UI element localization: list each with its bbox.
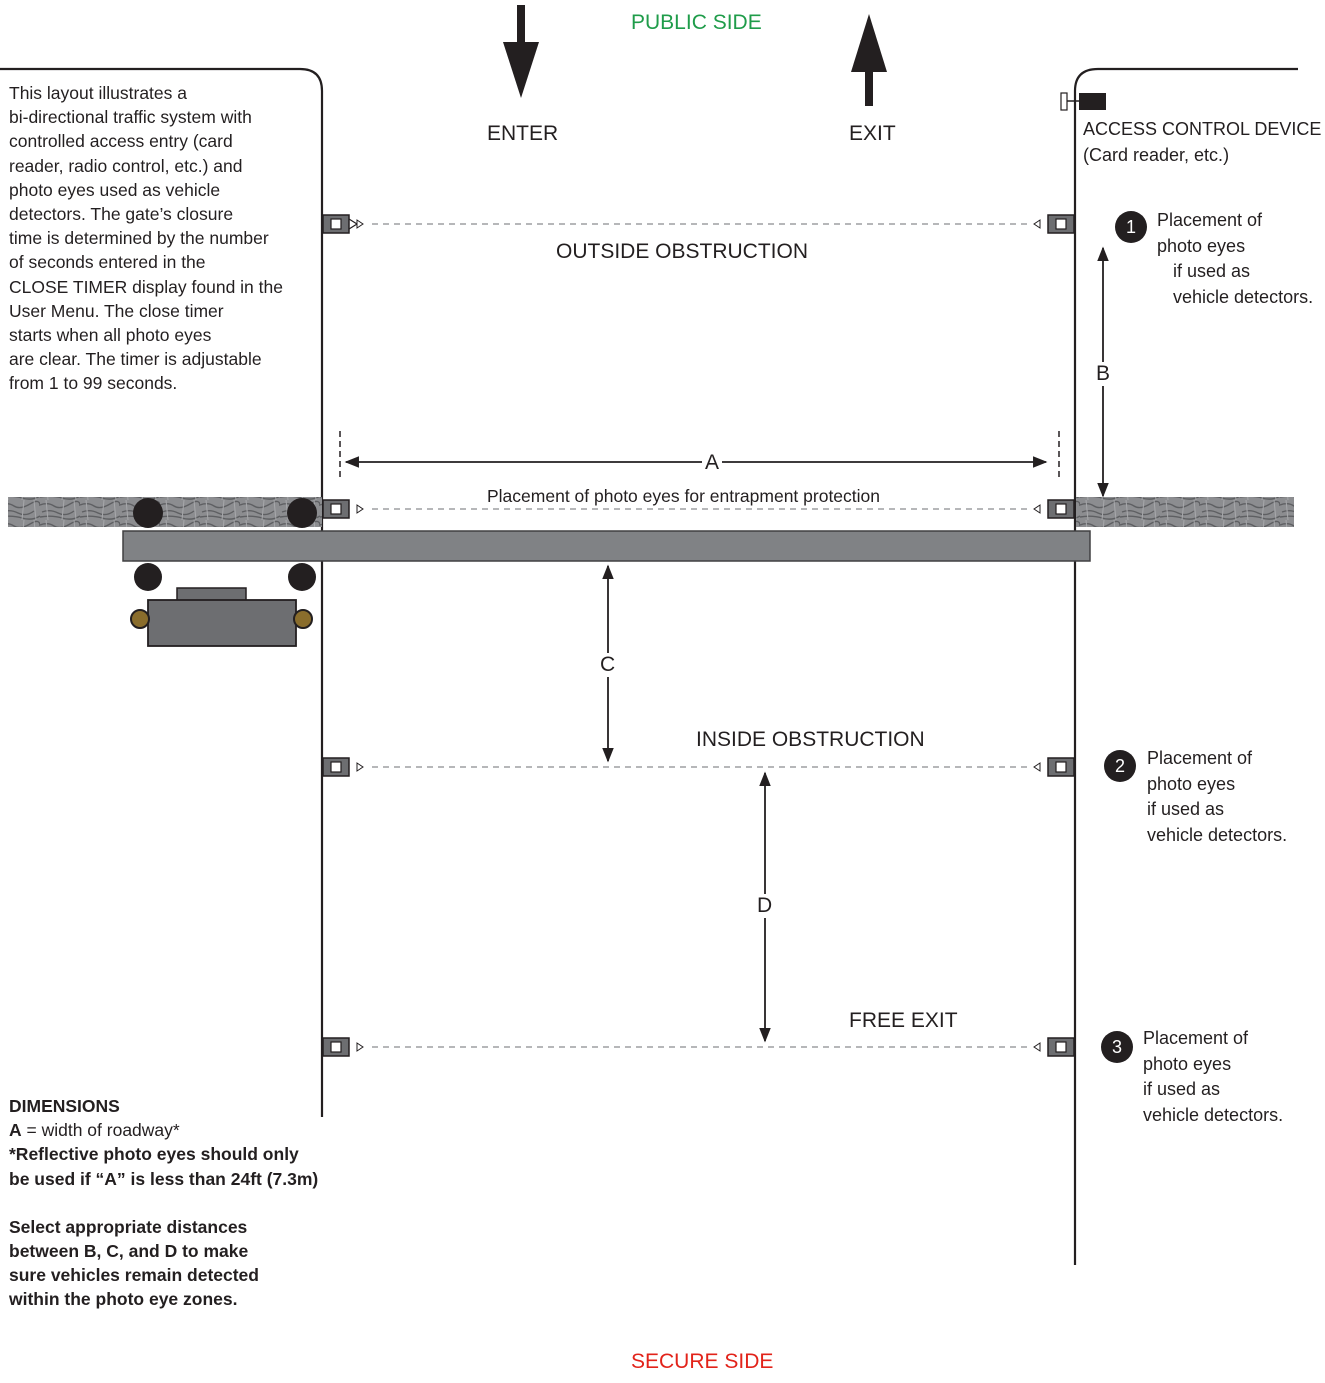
placement-3-note: Placement of photo eyes if used as vehic…	[1143, 1028, 1284, 1125]
enter-label: ENTER	[487, 122, 559, 145]
gate-wheels	[133, 498, 317, 591]
select-distances-line: sure vehicles remain detected	[9, 1265, 259, 1286]
photo-eye-left-free-exit	[322, 1037, 364, 1057]
placement-3-badge: 3	[1101, 1031, 1133, 1063]
left-roadway-edge	[0, 67, 324, 1117]
dimension-a	[339, 431, 1060, 478]
description-line: are clear. The timer is adjustable	[9, 349, 262, 370]
dimension-a-definition: A = width of roadway*	[9, 1120, 180, 1141]
description-paragraph: This layout illustrates a bi-directional…	[9, 81, 283, 396]
dimension-a-label: A	[702, 451, 723, 475]
gate-panel	[122, 530, 1091, 562]
reflective-warning-line: be used if “A” is less than 24ft (7.3m)	[9, 1168, 319, 1189]
photo-eye-right-inside	[1033, 757, 1075, 777]
select-distances-line: between B, C, and D to make	[9, 1241, 249, 1262]
placement-1-badge: 1	[1115, 211, 1147, 243]
dimensions-notes: DIMENSIONS A = width of roadway* *Reflec…	[9, 1094, 318, 1312]
dimensions-heading: DIMENSIONS	[9, 1096, 120, 1116]
photo-eye-left-entrapment	[322, 499, 364, 519]
public-side-label: PUBLIC SIDE	[631, 11, 762, 34]
access-control-label: ACCESS CONTROL DEVICE (Card reader, etc.…	[1083, 117, 1321, 168]
outside-obstruction-label: OUTSIDE OBSTRUCTION	[556, 240, 809, 263]
description-line: This layout illustrates a	[9, 83, 187, 103]
description-line: controlled access entry (card	[9, 131, 233, 152]
gate-operator	[130, 587, 313, 647]
left-wall	[8, 497, 322, 527]
description-line: User Menu. The close timer	[9, 300, 224, 321]
photo-eye-left-outside	[322, 214, 364, 234]
placement-2-note: Placement of photo eyes if used as vehic…	[1147, 748, 1288, 845]
description-line: time is determined by the number	[9, 228, 269, 249]
reflective-warning-line: *Reflective photo eyes should only	[9, 1144, 299, 1165]
exit-label: EXIT	[849, 122, 896, 145]
dimension-b-label: B	[1093, 362, 1114, 386]
right-wall	[1076, 497, 1294, 527]
free-exit-label: FREE EXIT	[849, 1009, 958, 1032]
secure-side-label: SECURE SIDE	[631, 1350, 774, 1373]
description-line: CLOSE TIMER display found in the	[9, 276, 283, 297]
photo-eye-right-free-exit	[1033, 1037, 1075, 1057]
right-roadway-edge	[1073, 67, 1298, 1265]
description-line: from 1 to 99 seconds.	[9, 373, 178, 394]
access-control-device-icon	[1060, 92, 1106, 111]
description-line: photo eyes used as vehicle	[9, 179, 221, 200]
entrapment-label: Placement of photo eyes for entrapment p…	[487, 486, 881, 506]
photo-eye-left-inside	[322, 757, 364, 777]
exit-arrow	[851, 14, 887, 106]
enter-arrow	[503, 5, 539, 98]
description-line: bi-directional traffic system with	[9, 107, 252, 128]
description-line: detectors. The gate’s closure	[9, 204, 234, 225]
description-line: of seconds entered in the	[9, 252, 206, 273]
description-line: starts when all photo eyes	[9, 325, 212, 346]
dimension-d-label: D	[754, 894, 776, 918]
access-control-subtitle: (Card reader, etc.)	[1083, 144, 1230, 165]
dimension-c-label: C	[597, 653, 619, 677]
select-distances-line: Select appropriate distances	[9, 1216, 248, 1237]
photo-eye-right-outside	[1033, 214, 1075, 234]
placement-1-note: Placement of photo eyes if used as vehic…	[1157, 210, 1314, 307]
description-line: reader, radio control, etc.) and	[9, 155, 243, 176]
access-control-title: ACCESS CONTROL DEVICE	[1083, 119, 1322, 139]
placement-2-badge: 2	[1104, 750, 1136, 782]
select-distances-line: within the photo eye zones.	[9, 1289, 238, 1310]
photo-eye-right-entrapment	[1033, 499, 1075, 519]
inside-obstruction-label: INSIDE OBSTRUCTION	[696, 728, 925, 751]
